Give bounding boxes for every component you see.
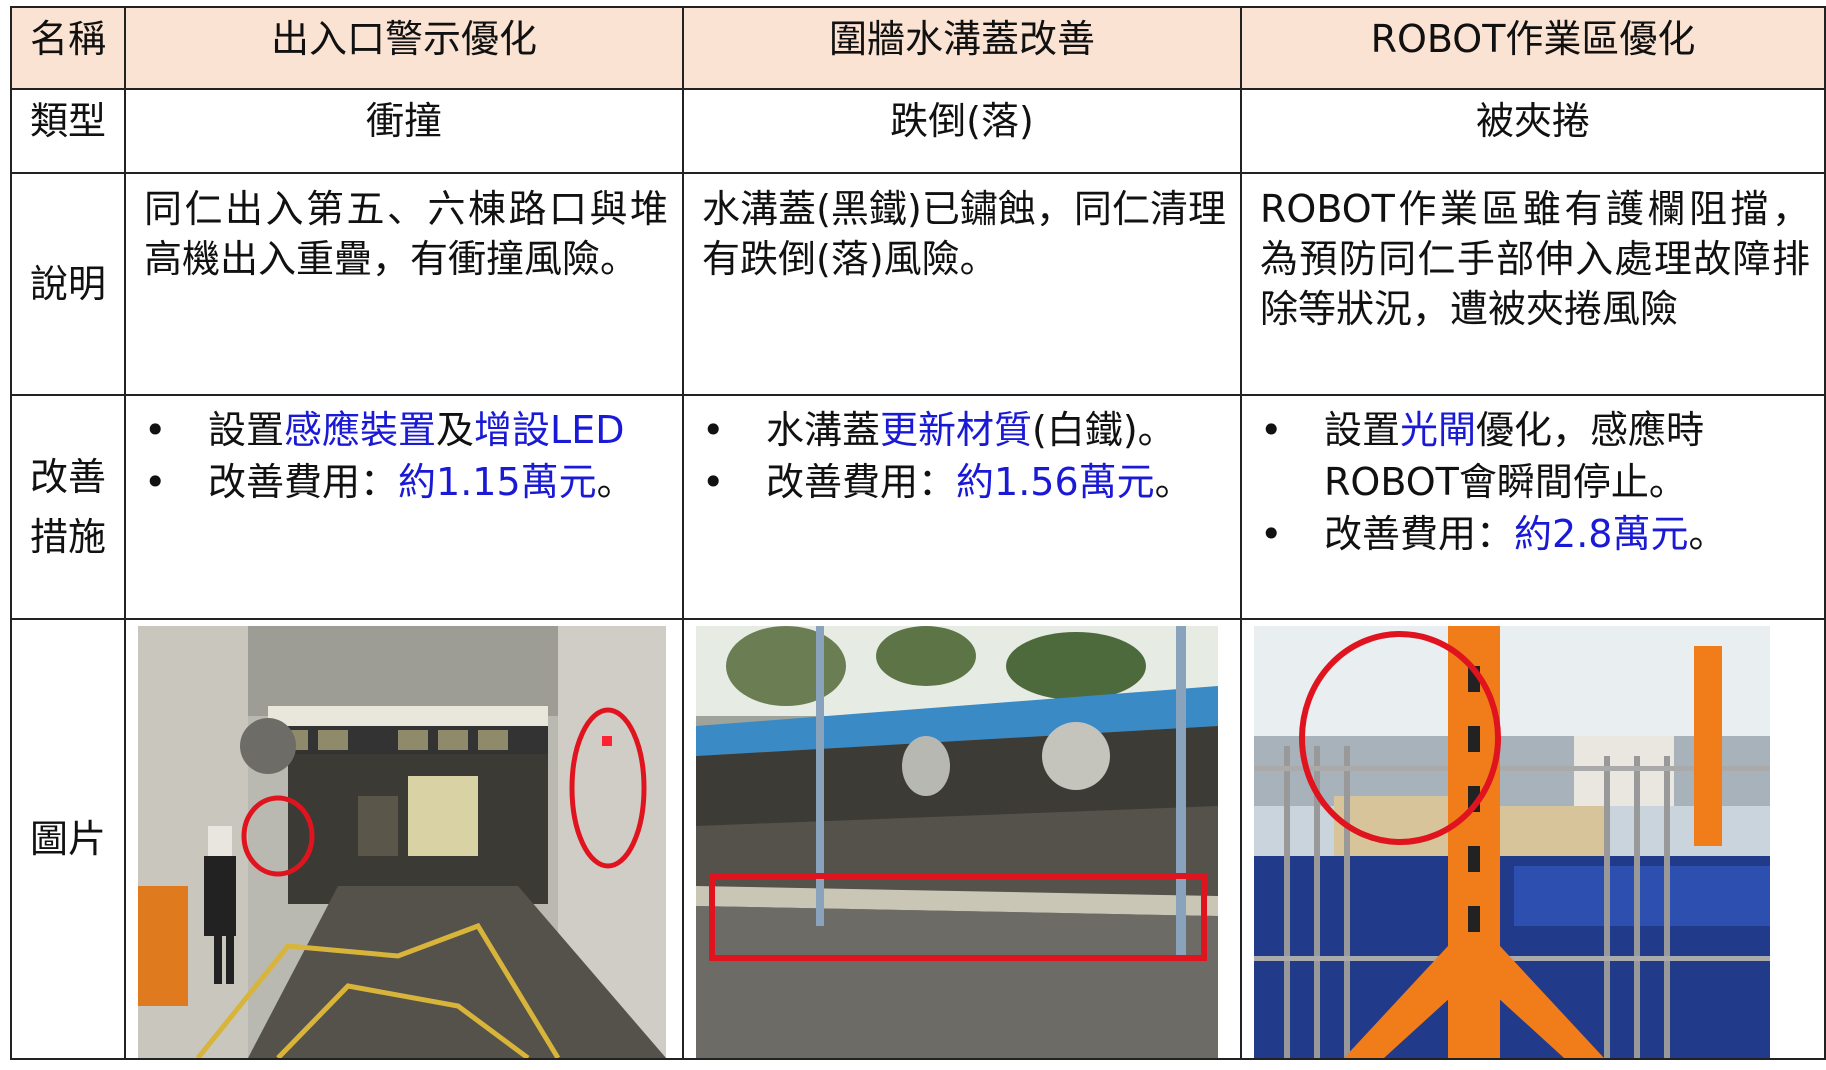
list-item: • 設置光閘優化，感應時ROBOT會瞬間停止。 [1254, 404, 1814, 508]
bullet-icon: • [144, 408, 167, 452]
measure-text: 設置 [208, 408, 285, 452]
cost-value: 約2.8萬元 [1514, 512, 1689, 556]
measure-highlight: 更新材質 [880, 408, 1033, 452]
list-item: • 水溝蓋更新材質(白鐵)。 [696, 404, 1230, 456]
photo-drain [696, 626, 1224, 1058]
cost-value: 約1.56萬元 [956, 460, 1155, 504]
cost-value: 約1.15萬元 [398, 460, 597, 504]
measure-text: 。 [1688, 512, 1727, 556]
description-robot: ROBOT作業區雖有護欄阻擋，為預防同仁手部伸入處理故障排除等狀況，遭被夾捲風險 [1260, 187, 1810, 331]
improvement-table: 名稱 出入口警示優化 圍牆水溝蓋改善 ROBOT作業區優化 類型 衝撞 跌倒(落… [10, 6, 1826, 1060]
measure-text: 設置 [1324, 408, 1401, 452]
measures-list-robot: • 設置光閘優化，感應時ROBOT會瞬間停止。 • 改善費用：約2.8萬元。 [1242, 396, 1824, 560]
measures-label-line2: 措施 [29, 515, 106, 559]
measure-text: 。 [596, 460, 635, 504]
bullet-icon: • [1260, 512, 1283, 556]
header-drain-cover: 圍牆水溝蓋改善 [682, 6, 1242, 90]
type-label: 類型 [10, 88, 126, 174]
cost-label: 改善費用： [766, 460, 957, 504]
measure-highlight: 增設LED [474, 408, 625, 452]
list-item: • 改善費用：約1.56萬元。 [696, 456, 1230, 508]
measure-text: 。 [1154, 460, 1193, 504]
measures-label: 改善 措施 [10, 394, 126, 620]
bullet-icon: • [702, 408, 725, 452]
measure-highlight: 光閘 [1400, 408, 1477, 452]
type-collision: 衝撞 [124, 88, 684, 174]
drain-photo-image [696, 626, 1218, 1058]
type-row: 類型 衝撞 跌倒(落) 被夾捲 [10, 88, 1826, 174]
cost-label: 改善費用： [1324, 512, 1515, 556]
description-label: 說明 [10, 172, 126, 396]
measures-list-entrance: • 設置感應裝置及增設LED • 改善費用：約1.15萬元。 [127, 397, 681, 508]
picture-row: 圖片 [10, 618, 1826, 1060]
list-item: • 改善費用：約2.8萬元。 [1254, 508, 1814, 560]
cost-label: 改善費用： [208, 460, 399, 504]
header-entrance-warning: 出入口警示優化 [124, 6, 684, 90]
measures-list-drain: • 水溝蓋更新材質(白鐵)。 • 改善費用：約1.56萬元。 [684, 396, 1240, 508]
list-item: • 改善費用：約1.15萬元。 [138, 456, 672, 508]
measure-text: (白鐵)。 [1032, 408, 1176, 452]
bullet-icon: • [702, 460, 725, 504]
description-drain: 水溝蓋(黑鐵)已鏽蝕，同仁清理有跌倒(落)風險。 [702, 187, 1226, 281]
measure-highlight: 感應裝置 [284, 408, 437, 452]
bullet-icon: • [1260, 408, 1283, 452]
measure-text: 水溝蓋 [766, 408, 881, 452]
bullet-icon: • [144, 460, 167, 504]
description-row: 說明 同仁出入第五、六棟路口與堆高機出入重疊，有衝撞風險。 水溝蓋(黑鐵)已鏽蝕… [10, 172, 1826, 396]
measure-text: 及 [436, 408, 475, 452]
list-item: • 設置感應裝置及增設LED [138, 404, 672, 456]
header-row: 名稱 出入口警示優化 圍牆水溝蓋改善 ROBOT作業區優化 [10, 6, 1826, 90]
type-caught: 被夾捲 [1240, 88, 1826, 174]
measures-row: 改善 措施 • 設置感應裝置及增設LED • 改善費用：約1.15萬元。 • 水… [10, 394, 1826, 620]
type-fall: 跌倒(落) [682, 88, 1242, 174]
picture-label: 圖片 [10, 618, 126, 1060]
photo-robot [1254, 626, 1782, 1058]
measure-text: 優化，感應時ROBOT會瞬間停止。 [1324, 408, 1705, 504]
robot-photo-image [1254, 626, 1770, 1058]
header-label: 名稱 [10, 6, 126, 90]
description-entrance: 同仁出入第五、六棟路口與堆高機出入重疊，有衝撞風險。 [144, 187, 668, 281]
entrance-photo-image [138, 626, 666, 1058]
photo-entrance [138, 626, 666, 1058]
measures-label-line1: 改善 [29, 455, 106, 499]
header-robot-area: ROBOT作業區優化 [1240, 6, 1826, 90]
